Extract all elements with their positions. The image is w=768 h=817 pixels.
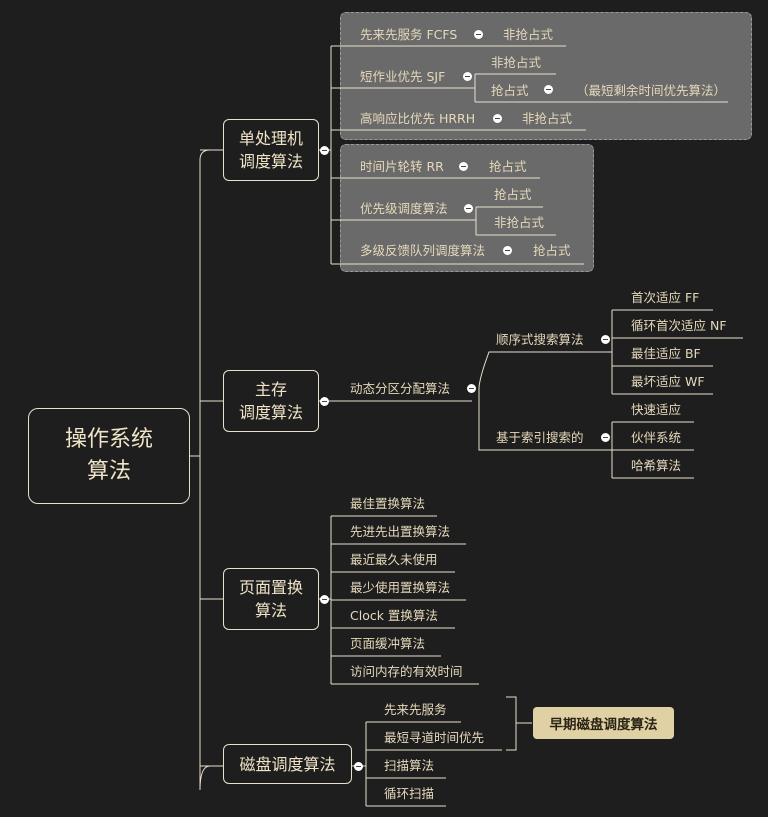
collapse-icon[interactable]: [464, 204, 473, 213]
collapse-icon[interactable]: [503, 246, 512, 255]
page-item: 最佳置换算法: [350, 496, 426, 511]
disk-scheduling-label: 磁盘调度算法: [239, 754, 336, 774]
collapse-icon[interactable]: [601, 433, 610, 442]
idx-item: 哈希算法: [631, 458, 682, 473]
sequential-search-label: 顺序式搜索算法: [496, 332, 584, 347]
page-replacement-label: 页面置换 算法: [238, 578, 303, 620]
dynamic-partition-label: 动态分区分配算法: [350, 381, 451, 396]
sjf-nonpreemptive: 非抢占式: [491, 55, 542, 70]
memory-scheduling-node[interactable]: 主存 调度算法: [223, 370, 319, 432]
page-item: 页面缓冲算法: [350, 636, 426, 651]
collapse-icon[interactable]: [320, 146, 329, 155]
cpu-scheduling-node[interactable]: 单处理机 调度算法: [223, 119, 319, 181]
collapse-icon[interactable]: [354, 762, 363, 771]
rr-label: 时间片轮转 RR: [360, 159, 444, 174]
collapse-icon[interactable]: [493, 114, 502, 123]
fcfs-nonpreemptive: 非抢占式: [503, 27, 554, 42]
memory-scheduling-label: 主存 调度算法: [238, 380, 303, 422]
sjf-preemptive: 抢占式: [491, 83, 529, 98]
collapse-icon[interactable]: [463, 72, 472, 81]
srtf-note: （最短剩余时间优先算法）: [576, 83, 727, 98]
collapse-icon[interactable]: [459, 162, 468, 171]
page-item: 先进先出置换算法: [350, 524, 451, 539]
fcfs-label: 先来先服务 FCFS: [360, 27, 458, 42]
seq-item: 最佳适应 BF: [631, 346, 701, 361]
early-disk-scheduling-badge[interactable]: 早期磁盘调度算法: [533, 707, 674, 739]
early-disk-scheduling-label: 早期磁盘调度算法: [549, 717, 658, 733]
priority-preemptive: 抢占式: [494, 187, 532, 202]
priority-label: 优先级调度算法: [360, 201, 448, 216]
page-replacement-node[interactable]: 页面置换 算法: [223, 568, 319, 630]
page-item: 最少使用置换算法: [350, 580, 451, 595]
collapse-icon[interactable]: [320, 397, 329, 406]
collapse-icon[interactable]: [320, 595, 329, 604]
collapse-icon[interactable]: [544, 85, 553, 94]
page-item: 最近最久未使用: [350, 552, 438, 567]
disk-scheduling-node[interactable]: 磁盘调度算法: [223, 744, 352, 784]
disk-item: 最短寻道时间优先: [384, 730, 485, 745]
hrrh-nonpreemptive: 非抢占式: [522, 111, 573, 126]
rr-preemptive: 抢占式: [489, 159, 527, 174]
mlfq-preemptive: 抢占式: [533, 243, 571, 258]
cpu-scheduling-label: 单处理机 调度算法: [238, 129, 303, 171]
disk-item: 扫描算法: [384, 758, 435, 773]
hrrh-label: 高响应比优先 HRRH: [360, 111, 476, 126]
collapse-icon[interactable]: [467, 384, 476, 393]
root-node[interactable]: 操作系统 算法: [28, 408, 190, 504]
root-label: 操作系统 算法: [64, 427, 153, 484]
page-item: Clock 置换算法: [350, 608, 438, 623]
priority-nonpreemptive: 非抢占式: [494, 215, 545, 230]
seq-item: 最坏适应 WF: [631, 374, 705, 389]
idx-item: 伙伴系统: [631, 430, 682, 445]
disk-item: 循环扫描: [384, 786, 435, 801]
collapse-icon[interactable]: [601, 335, 610, 344]
seq-item: 首次适应 FF: [631, 290, 700, 305]
cpu-group-1: [340, 12, 752, 140]
indexed-search-label: 基于索引搜索的: [496, 430, 584, 445]
mlfq-label: 多级反馈队列调度算法: [360, 243, 486, 258]
idx-item: 快速适应: [631, 402, 682, 417]
seq-item: 循环首次适应 NF: [631, 318, 727, 333]
sjf-label: 短作业优先 SJF: [360, 69, 446, 84]
page-item: 访问内存的有效时间: [350, 664, 463, 679]
collapse-icon[interactable]: [474, 30, 483, 39]
disk-item: 先来先服务: [384, 702, 447, 717]
